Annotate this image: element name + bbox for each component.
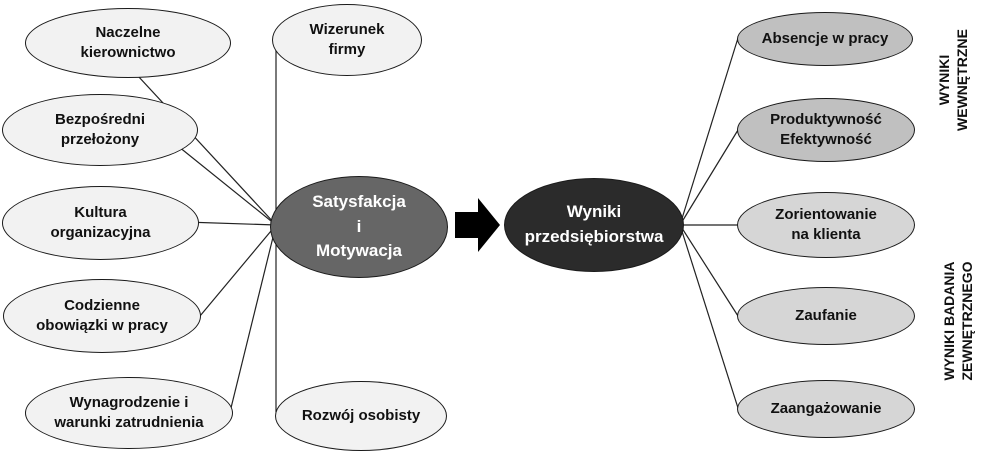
node-label: Rozwój osobisty [301,406,421,424]
node-label: Satysfakcja i Motywacja [312,192,406,261]
node-wyniki-przedsiebiorstwa: Wyniki przedsiębiorstwa [504,178,684,272]
connector-line [679,224,739,317]
node-wynagrodzenie: Wynagrodzenie i warunki zatrudnienia [25,377,233,449]
node-label: Naczelne kierownictwo [80,23,176,61]
node-bezposredni-przelozony: Bezpośredni przełożony [2,94,198,166]
label-wyniki-wewnetrzne: WYNIKI WEWNĘTRZNE [936,29,971,131]
node-label: Kultura organizacyjna [50,203,151,241]
node-label: Absencje w pracy [761,29,889,47]
node-codzienne-obowiazki: Codzienne obowiązki w pracy [3,279,201,353]
connector-line [229,224,277,413]
node-label: Zorientowanie na klienta [775,205,877,243]
node-label: Zaufanie [795,306,857,324]
node-label: Bezpośredni przełożony [54,110,145,148]
node-label: Wyniki przedsiębiorstwa [524,202,664,246]
node-rozwoj-osobisty: Rozwój osobisty [275,381,447,451]
node-satysfakcja-motywacja: Satysfakcja i Motywacja [270,176,448,278]
connector-line [679,224,739,409]
node-zaufanie: Zaufanie [737,287,915,345]
node-wizerunek-firmy: Wizerunek firmy [272,4,422,76]
connector-line [679,37,739,226]
connector-line [184,221,277,226]
node-label: Produktywność Efektywność [770,110,882,148]
node-label: Wynagrodzenie i warunki zatrudnienia [54,393,204,431]
node-naczelne-kierownictwo: Naczelne kierownictwo [25,8,231,78]
connector-line [125,62,277,226]
node-label: Zaangażowanie [770,399,882,417]
node-zaangazowanie: Zaangażowanie [737,380,915,438]
label-wyniki-badania-zewnetrznego: WYNIKI BADANIA ZEWNĘTRZNEGO [941,261,976,381]
right-arrow-icon [455,198,500,252]
connector-line [199,224,277,317]
node-absencje-w-pracy: Absencje w pracy [737,12,913,66]
connector-line [679,129,739,226]
node-kultura-organizacyjna: Kultura organizacyjna [2,186,199,260]
node-produktywnosc-efektywnosc: Produktywność Efektywność [737,98,915,162]
node-label: Codzienne obowiązki w pracy [36,296,168,334]
node-label: Wizerunek firmy [309,20,385,58]
node-zorientowanie-na-klienta: Zorientowanie na klienta [737,192,915,258]
